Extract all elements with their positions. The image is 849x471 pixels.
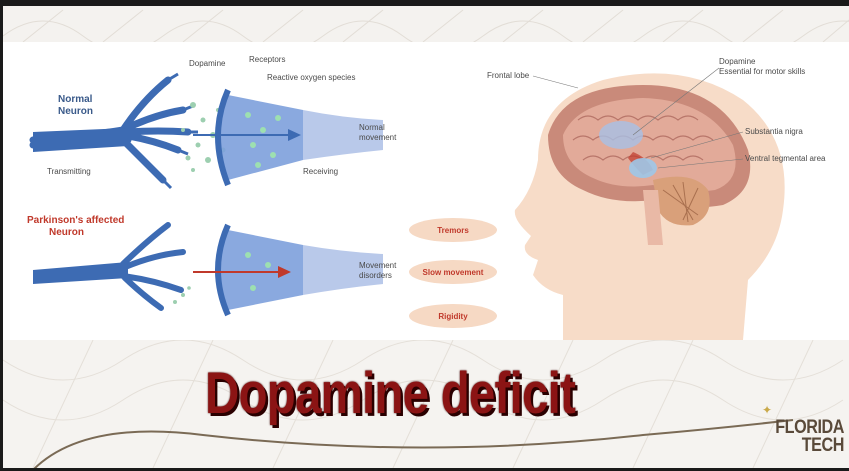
symptom-text-rigidity: Rigidity [438,312,468,321]
movement-disorders-label-2: disorders [359,271,392,280]
affected-neuron-label-1: Parkinson's affected [27,215,124,226]
symptom-text-slow-movement: Slow movement [423,268,484,277]
ventral-tegmental-label: Ventral tegmental area [745,154,826,163]
substantia-nigra-label: Substantia nigra [745,127,803,136]
ros-label: Reactive oxygen species [267,73,356,82]
florida-tech-logo: ✦ FLORIDA TECH [752,405,844,465]
slide-title: Dopamine deficit [70,360,710,427]
frame-border-top [0,0,849,6]
frontal-lobe-label: Frontal lobe [487,71,530,80]
frame-border-left [0,0,3,471]
head-illustration [515,73,785,340]
movement-disorders-label-1: Movement [359,261,397,270]
symptom-text-tremors: Tremors [437,226,469,235]
normal-movement-label-1: Normal [359,123,385,132]
normal-movement-label-2: movement [359,133,397,142]
dopamine-diagram: Normal Neuron Dopamine Receptors Reactiv… [3,40,849,340]
normal-neuron-label-2: Neuron [58,106,93,117]
affected-neuron-label-2: Neuron [49,227,84,238]
dopamine-brain-label-1: Dopamine [719,57,756,66]
symptom-pill-tremors: Tremors [409,218,497,242]
star-icon: ✦ [762,403,772,417]
receptors-label: Receptors [249,55,285,64]
logo-text-line-2: TECH [766,437,844,455]
receiving-label: Receiving [303,167,338,176]
dopamine-label: Dopamine [189,59,226,68]
decorative-pattern-top [3,6,849,42]
normal-neuron-label-1: Normal [58,94,93,105]
affected-neuron-illustration [33,225,383,315]
symptom-pill-rigidity: Rigidity [409,304,497,328]
transmitting-label: Transmitting [47,167,91,176]
symptom-pill-slow-movement: Slow movement [409,260,497,284]
dopamine-brain-label-2: Essential for motor skills [719,67,805,76]
